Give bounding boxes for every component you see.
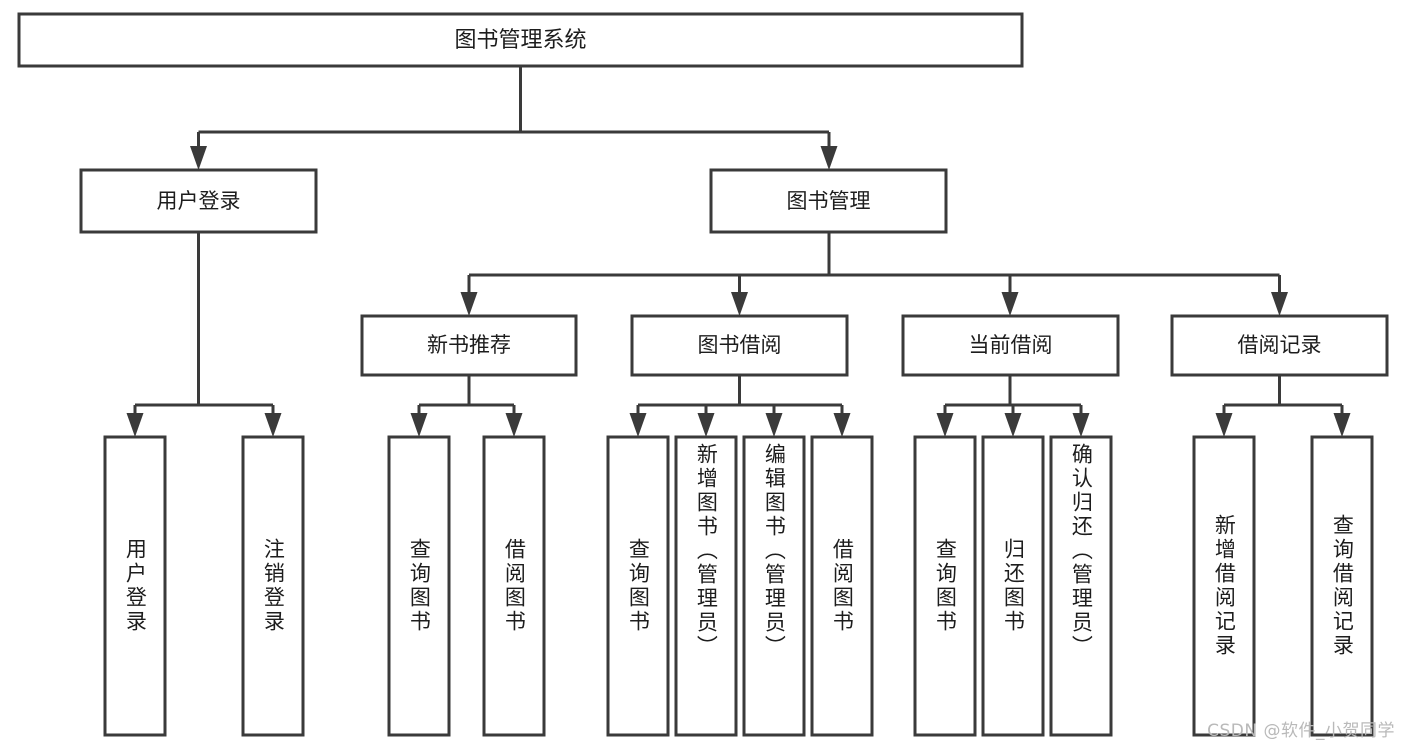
node-current-borrow-label: 当前借阅: [969, 333, 1053, 357]
arrow-head-bm-to-borrow-record: [1271, 292, 1288, 316]
arrow-head-user-login-leaf-2: [264, 413, 282, 437]
leaf-rect-bb-3[interactable]: [742, 435, 806, 737]
leaf-rect-bb-1[interactable]: [606, 435, 670, 737]
node-root-rect: [17, 12, 1024, 68]
node-current-borrow-rect: [901, 314, 1120, 377]
leaf-rect-bb-2[interactable]: [674, 435, 738, 737]
connector-group-book-manage: [460, 232, 1288, 316]
leaf-rect-cb-2[interactable]: [981, 435, 1045, 737]
connector-group-borrow-record: [1215, 375, 1351, 437]
node-user-login-rect: [79, 168, 318, 234]
node-borrow-record-label: 借阅记录: [1238, 333, 1322, 357]
arrow-head-bb-leaf-2: [697, 413, 715, 437]
connector-group-new-book-recommend: [410, 375, 523, 437]
node-current-borrow[interactable]: 当前借阅: [901, 314, 1120, 377]
connector-group-current-borrow: [936, 375, 1090, 437]
arrow-head-cb-leaf-2: [1004, 413, 1022, 437]
leaf-rect-user-login-2[interactable]: [241, 435, 305, 737]
connector-group-user-login: [126, 232, 282, 437]
node-book-borrow[interactable]: 图书借阅: [630, 314, 849, 377]
node-root-label: 图书管理系统: [454, 28, 586, 53]
leaf-rect-bb-4[interactable]: [810, 435, 874, 737]
node-book-borrow-label: 图书借阅: [698, 333, 782, 357]
node-book-management[interactable]: 图书管理: [709, 168, 948, 234]
leaf-rect-br-1[interactable]: [1192, 435, 1256, 737]
arrow-head-bb-leaf-1: [629, 413, 647, 437]
node-new-book-recommend-label: 新书推荐: [427, 333, 511, 357]
leaf-rect-nbr-1[interactable]: [387, 435, 451, 737]
node-user-login[interactable]: 用户登录: [79, 168, 318, 234]
csdn-watermark: CSDN @软件_小贺同学: [1207, 721, 1395, 741]
connector-group-book-borrow: [629, 375, 851, 437]
arrow-head-bb-leaf-3: [765, 413, 783, 437]
node-new-book-recommend-rect: [360, 314, 578, 377]
arrow-head-root-to-book-manage: [820, 146, 838, 170]
leaf-rect-cb-3[interactable]: [1049, 435, 1113, 737]
arrow-head-nbr-leaf-1: [410, 413, 428, 437]
leaf-rect-br-2[interactable]: [1310, 435, 1374, 737]
arrow-head-br-leaf-2: [1333, 413, 1351, 437]
arrow-head-bm-to-current-borrow: [1001, 292, 1019, 316]
node-root-book-management-system[interactable]: 图书管理系统: [17, 12, 1024, 68]
arrow-head-cb-leaf-1: [936, 413, 954, 437]
leaf-rect-group: [103, 435, 1374, 737]
arrow-head-cb-leaf-3: [1072, 413, 1090, 437]
node-user-login-label: 用户登录: [157, 189, 241, 213]
connector-group-root: [190, 66, 838, 170]
leaf-rect-user-login-1[interactable]: [103, 435, 167, 737]
arrow-head-bm-to-book-borrow: [731, 292, 748, 316]
node-book-management-rect: [709, 168, 948, 234]
node-borrow-record[interactable]: 借阅记录: [1170, 314, 1389, 377]
arrow-head-bm-to-new-book: [460, 292, 478, 316]
arrow-head-bb-leaf-4: [833, 413, 851, 437]
arrow-head-nbr-leaf-2: [505, 413, 523, 437]
arrow-head-root-to-user-login: [190, 146, 207, 170]
arrow-head-br-leaf-1: [1215, 413, 1233, 437]
node-book-borrow-rect: [630, 314, 849, 377]
leaf-rect-cb-1[interactable]: [913, 435, 977, 737]
arrow-head-user-login-leaf-1: [126, 413, 144, 437]
node-book-management-label: 图书管理: [787, 189, 871, 213]
leaf-rect-nbr-2[interactable]: [482, 435, 546, 737]
node-new-book-recommend[interactable]: 新书推荐: [360, 314, 578, 377]
node-borrow-record-rect: [1170, 314, 1389, 377]
